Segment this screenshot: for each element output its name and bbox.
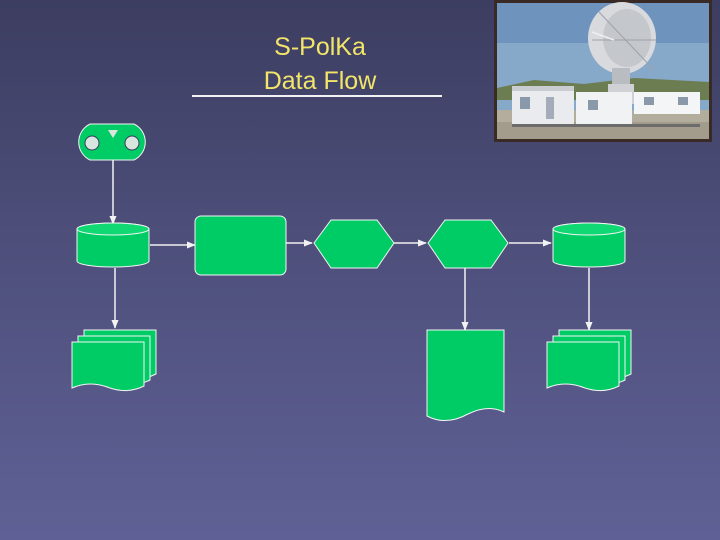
preparation-hexagon-1: [313, 219, 395, 269]
title-underline: [192, 95, 442, 97]
title-line-2: Data Flow: [263, 67, 377, 95]
title-line-1: S-PolKa: [274, 33, 366, 61]
storage-cylinder-2: [552, 222, 626, 268]
process-box: [194, 215, 287, 276]
multi-document-2: [546, 329, 632, 392]
document-tall: [426, 329, 505, 421]
storage-cylinder-1: [76, 222, 150, 268]
radar-photo: [494, 0, 712, 142]
connectors: [109, 152, 593, 331]
preparation-hexagon-2: [427, 219, 509, 269]
slide-title: S-PolKa Data Flow: [180, 30, 460, 98]
magnetic-tape-shape: [78, 123, 146, 161]
multi-document-1: [71, 329, 157, 392]
